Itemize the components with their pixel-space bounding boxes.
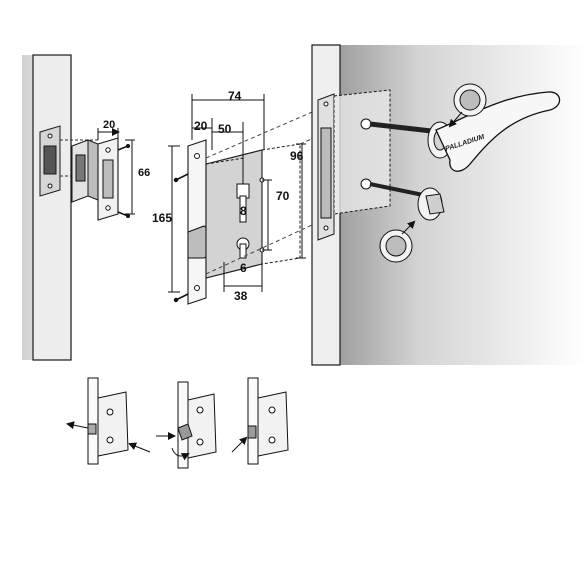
case-height-dimension: 96 (290, 143, 306, 259)
operation-view-2 (156, 381, 217, 469)
hole-spacing-dimension: 70 (262, 179, 290, 251)
spindle-size-label: 8 (240, 204, 247, 218)
faceplate-screw-bottom (173, 293, 189, 303)
strike-width-label: 20 (103, 119, 115, 131)
faceplate-height-label: 165 (152, 211, 172, 225)
strike-height-label: 66 (138, 167, 150, 179)
backset-label: 50 (218, 122, 232, 136)
case-depth-dimension: 38 (223, 262, 263, 303)
total-width-dimension: 74 (191, 89, 265, 150)
faceplate-width-label: 20 (194, 119, 208, 133)
strike-screw-top (117, 144, 130, 151)
case-depth-label: 38 (234, 289, 248, 303)
case-height-label: 96 (290, 149, 304, 163)
cam-width-label: 6 (240, 261, 247, 275)
rose-cover-bottom (379, 220, 416, 263)
faceplate-screw-top (173, 173, 189, 183)
lever-handle: PALLADIUM (435, 91, 561, 172)
strike-height-dimension: 66 (125, 139, 150, 215)
door-frame-post (32, 54, 72, 361)
faceplate-height-dimension: 165 (152, 145, 180, 293)
frame-assembly: 20 66 (22, 54, 150, 361)
strike-screw-bottom (117, 211, 130, 218)
thumb-turn (417, 187, 445, 221)
lock-body-assembly: 74 20 50 165 70 (152, 89, 393, 305)
lock-case (205, 149, 263, 279)
strike-width-dimension: 20 (97, 119, 120, 140)
installed-lock-case (333, 89, 391, 215)
backset-dimension: 50 (212, 122, 244, 184)
strike-plate-exploded (97, 137, 119, 221)
lock-faceplate (187, 139, 207, 305)
strike-box (71, 139, 99, 203)
operation-view-3 (231, 377, 289, 465)
total-width-label: 74 (228, 89, 242, 103)
operation-view-1 (66, 377, 151, 465)
installed-view: PALLADIUM (311, 44, 586, 366)
hole-spacing-label: 70 (276, 189, 290, 203)
rose-cover-top (448, 83, 487, 128)
faceplate-width-dimension: 20 (192, 118, 213, 150)
strike-plate-mounted (39, 125, 61, 197)
